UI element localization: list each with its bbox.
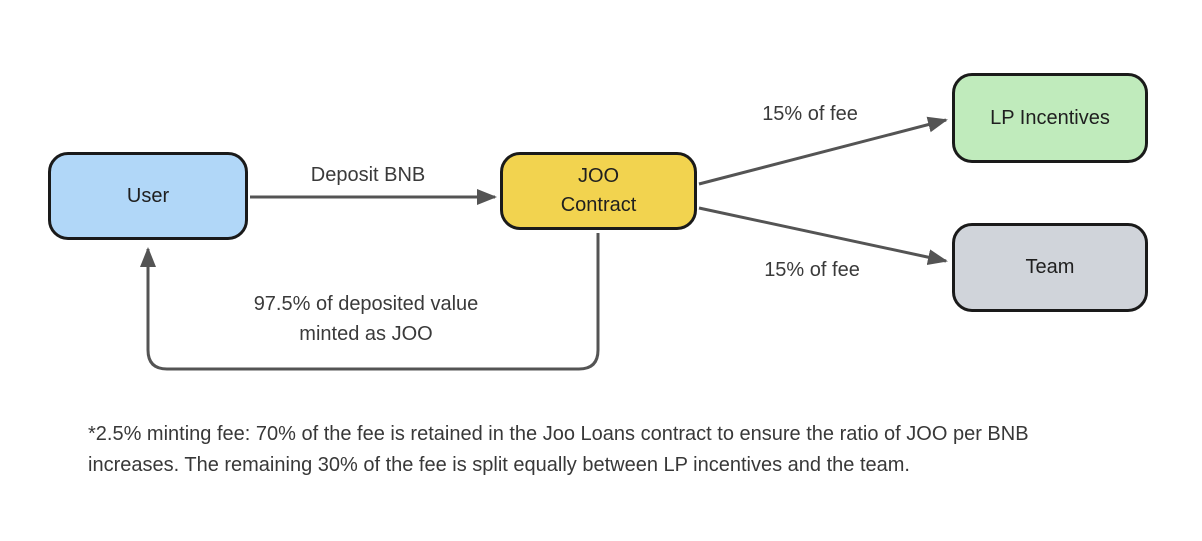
node-lp-incentives: LP Incentives <box>952 73 1148 163</box>
edge-label-mint-return: 97.5% of deposited value minted as JOO <box>253 293 479 345</box>
edge-label-fee-lp: 15% of fee <box>762 103 858 125</box>
edge-label-fee-team: 15% of fee <box>764 259 860 281</box>
node-user: User <box>48 152 248 240</box>
node-joo-contract: JOO Contract <box>500 152 697 230</box>
edge-label-deposit: Deposit BNB <box>310 164 426 186</box>
node-team: Team <box>952 223 1148 312</box>
edge-fee-lp-arrow <box>698 116 948 186</box>
edge-fee-team-arrow <box>698 206 948 266</box>
footnote: *2.5% minting fee: 70% of the fee is ret… <box>88 423 1029 476</box>
edge-mint-return-arrow <box>140 233 600 371</box>
